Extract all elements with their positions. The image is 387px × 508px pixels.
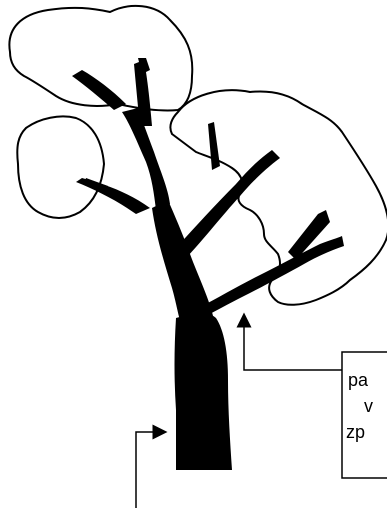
callout-line-3: zp [346, 422, 365, 442]
trunk-pointer-line [136, 432, 160, 508]
callout-box: pa v zp [342, 352, 387, 478]
callout-arrow [244, 320, 342, 370]
crown-left-outline [17, 116, 104, 218]
tree-skeleton [72, 58, 344, 470]
callout-arrow-line [244, 320, 342, 370]
tree-crown [9, 6, 387, 305]
right-lower-branch [198, 236, 344, 318]
right-upper-twig [208, 122, 220, 170]
callout-line-2: v [364, 396, 373, 416]
callout-line-1: pa [348, 370, 369, 390]
trunk-pointer-arrow [136, 432, 160, 508]
tree-trunk [175, 314, 233, 471]
